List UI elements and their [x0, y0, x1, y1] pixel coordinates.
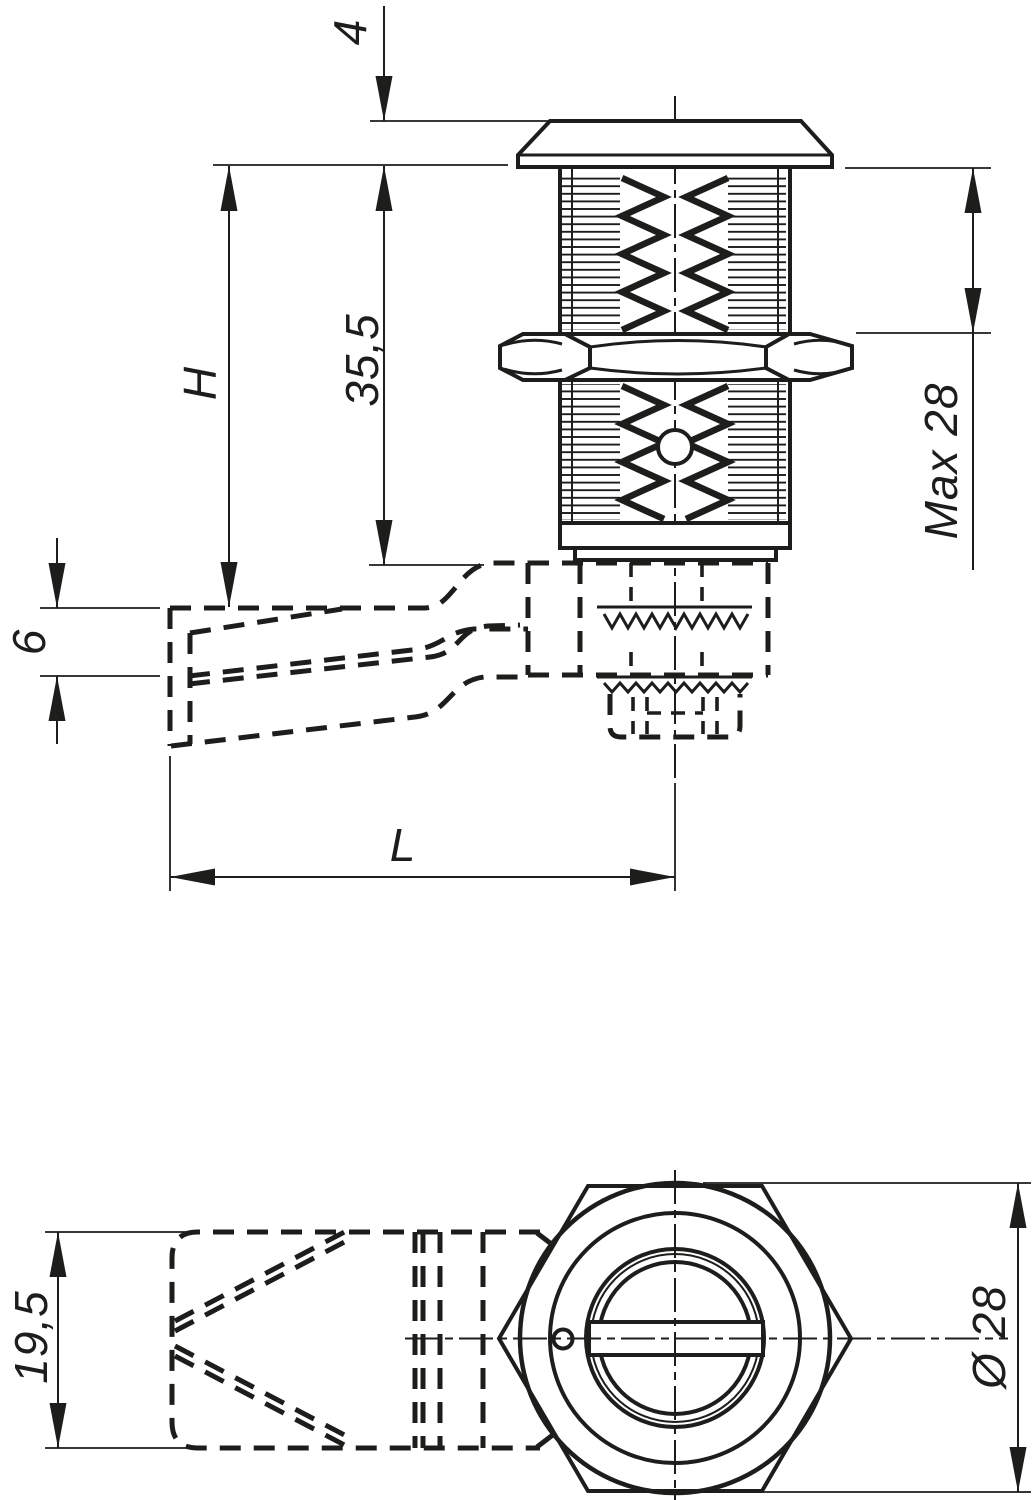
dim-label-head-thickness: 4: [324, 19, 376, 46]
cam-lever-hidden-front: [169, 1225, 556, 1452]
dimension-head-diameter: Ø 28: [703, 1182, 1031, 1493]
spindle-end-hidden: [607, 694, 743, 740]
serrated-washer-lower: [597, 675, 752, 695]
mounting-housing-hidden: [525, 560, 771, 740]
head-cap: [516, 119, 834, 169]
dim-label-head-diameter: Ø 28: [963, 1285, 1015, 1391]
body-end-flange: [558, 521, 792, 562]
dimension-cam-thickness: 6: [3, 538, 160, 744]
dimension-cam-length: L: [169, 756, 676, 891]
dimension-height-H: H: [174, 166, 238, 607]
cross-hole: [656, 428, 694, 466]
side-view: 4 35,5 H Max 28 6: [3, 6, 991, 891]
cam-lever-hidden-side: [167, 560, 528, 749]
dim-label-max-grip: Max 28: [915, 383, 967, 540]
dim-label-cam-thickness: 6: [3, 629, 55, 656]
dimension-body-length: 35,5: [336, 166, 484, 566]
dim-label-cam-length: L: [390, 819, 417, 871]
dimension-head-thickness: 4: [213, 6, 552, 166]
hex-nut-side: [498, 332, 854, 382]
front-view: 19,5 Ø 28: [5, 1170, 1031, 1500]
spring-chevrons: [614, 175, 736, 522]
dim-label-cam-width: 19,5: [5, 1290, 57, 1384]
dimension-max-grip: Max 28: [845, 167, 991, 570]
dimension-cam-width: 19,5: [5, 1231, 194, 1449]
serrated-washer-upper: [597, 605, 752, 632]
dim-label-height-H: H: [174, 366, 226, 400]
dim-label-body-length: 35,5: [336, 313, 388, 407]
